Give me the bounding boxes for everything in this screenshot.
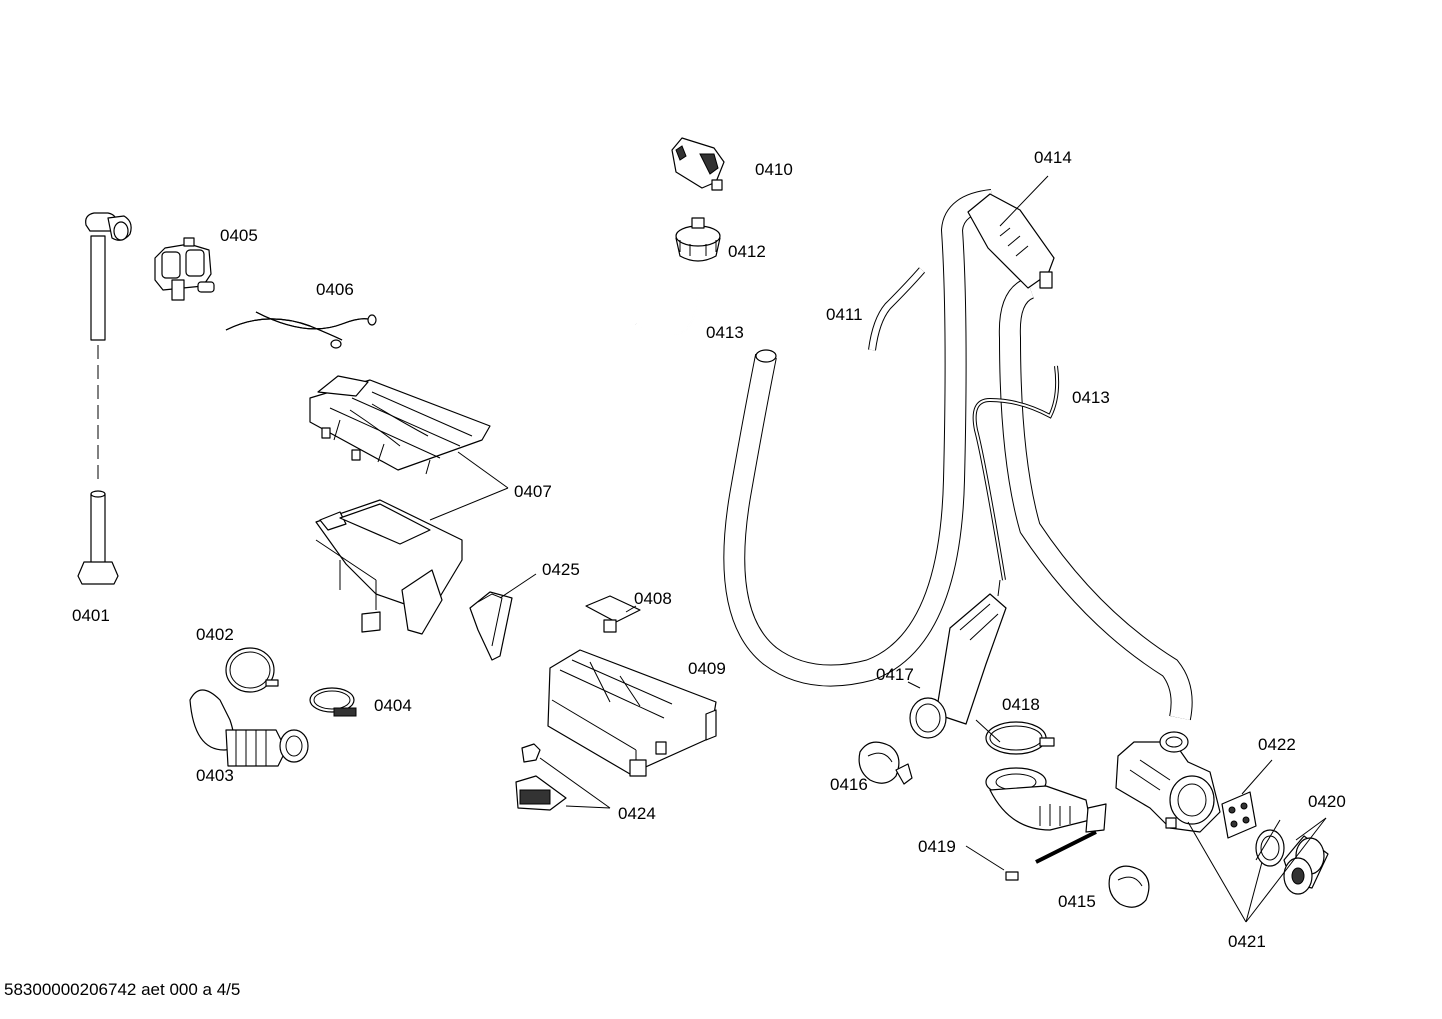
- label-0421: 0421: [1228, 932, 1266, 951]
- label-0418: 0418: [1002, 695, 1040, 714]
- part-0420-pump-filter: [1245, 817, 1329, 923]
- part-0406-hoses: [225, 311, 377, 349]
- label-0424: 0424: [618, 804, 656, 823]
- part-0410-pressure-sensor: [671, 137, 725, 191]
- part-drain-hose: [723, 189, 994, 687]
- part-0414-drain-hose: [967, 175, 1193, 721]
- label-0412: 0412: [728, 242, 766, 261]
- label-0409: 0409: [688, 659, 726, 678]
- part-0424-drawer-insert: [515, 743, 611, 811]
- label-0422: 0422: [1258, 735, 1296, 754]
- label-0401: 0401: [72, 606, 110, 625]
- label-0404: 0404: [374, 696, 412, 715]
- label-0402: 0402: [196, 625, 234, 644]
- part-0417-sump-hose: [907, 593, 1007, 739]
- label-0410: 0410: [755, 160, 793, 179]
- label-0413-left: 0413: [706, 323, 744, 342]
- part-0425-flap: [469, 573, 537, 661]
- part-0415-hose-clip: [1108, 865, 1150, 908]
- label-0403: 0403: [196, 766, 234, 785]
- label-0407: 0407: [514, 482, 552, 501]
- part-0422-plate: [1221, 759, 1273, 839]
- part-0413-pressure-tube-left: [635, 287, 699, 336]
- part-0421-leaders: [1187, 821, 1263, 923]
- label-0414: 0414: [1034, 148, 1072, 167]
- label-0420: 0420: [1308, 792, 1346, 811]
- part-0404-clamp: [309, 687, 357, 717]
- document-footer-id: 58300000206742 aet 000 a 4/5: [4, 980, 241, 999]
- label-0411: 0411: [826, 305, 863, 324]
- label-0416: 0416: [830, 775, 868, 794]
- part-0407-dispenser-housing: [309, 375, 509, 635]
- part-0416-hose-clip: [858, 741, 913, 785]
- part-0405-inlet-valve: [154, 237, 215, 301]
- part-0403-bellows-hose: [189, 689, 309, 767]
- part-0413-pressure-tube-right: [972, 365, 1060, 581]
- part-0411-hose: [868, 267, 926, 351]
- part-0408-siphon-cap: [585, 595, 641, 633]
- label-0415: 0415: [1058, 892, 1096, 911]
- part-0412-pressure-chamber: [675, 217, 721, 262]
- label-0417: 0417: [876, 665, 914, 684]
- leader-lines: [975, 579, 1001, 743]
- label-0413-right: 0413: [1072, 388, 1110, 407]
- part-0419-drain-bellows: [965, 767, 1107, 881]
- part-0418-clamp-ring: [985, 721, 1055, 755]
- part-0402-clamp: [225, 647, 279, 693]
- label-0419: 0419: [918, 837, 956, 856]
- label-0405: 0405: [220, 226, 258, 245]
- label-0408: 0408: [634, 589, 672, 608]
- part-drain-pump: [1115, 731, 1221, 833]
- part-0401-inlet-hose: [77, 212, 132, 585]
- label-0406: 0406: [316, 280, 354, 299]
- label-0425: 0425: [542, 560, 580, 579]
- part-0409-detergent-drawer: [547, 649, 717, 777]
